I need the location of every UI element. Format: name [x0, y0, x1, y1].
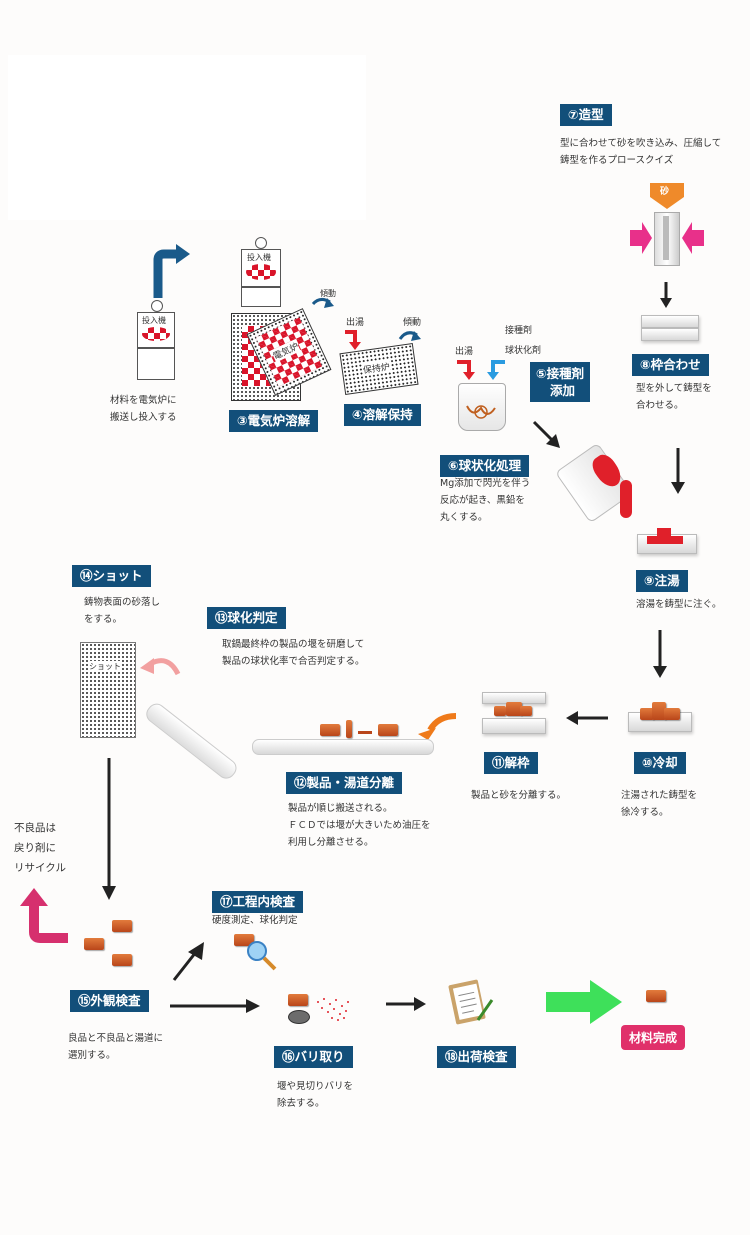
loader-machine-2: 投入機 — [241, 237, 281, 307]
runner-bar — [358, 731, 372, 734]
grinder-disc — [288, 1010, 310, 1024]
shakeout-mold — [482, 690, 546, 736]
molding-press — [630, 212, 704, 268]
step11-label: ⑪解枠 — [484, 752, 538, 774]
step18-label: ⑱出荷検査 — [437, 1046, 516, 1068]
step10-desc: 注湯された鋳型を 徐冷する。 — [621, 790, 698, 818]
step17-desc: 硬度測定、球化判定 — [212, 915, 298, 926]
deburr-casting — [288, 994, 308, 1006]
recycle-text: 不良品は 戻り剤に リサイクル — [14, 822, 66, 874]
final-badge: 材料完成 — [621, 1025, 686, 1050]
step10-label: ⑩冷却 — [634, 752, 686, 774]
treatment-ladle — [458, 383, 506, 431]
runner-piece — [346, 720, 352, 738]
up-right-arrow-icon — [153, 244, 190, 298]
step13-desc: 取鍋最終枠の製品の堰を研磨して 製品の球状化率で合否判定する。 — [222, 639, 365, 667]
step7-label: ⑦造型 — [560, 104, 612, 126]
agent-label-2: 球状化剤 — [505, 346, 542, 356]
mold-tray-2 — [641, 328, 699, 341]
loader-2-label: 投入機 — [247, 253, 271, 262]
product-casting-1 — [320, 724, 340, 736]
step14-label: ⑭ショット — [72, 565, 151, 587]
clipboard-icon — [448, 979, 494, 1025]
pour-label-2: 出湯 — [455, 347, 474, 357]
poured-mold — [637, 522, 697, 556]
mold-tray-1 — [641, 315, 699, 328]
step14-desc: 鋳物表面の砂落し をする。 — [84, 597, 161, 625]
step9-label: ⑨注湯 — [636, 570, 688, 592]
tilt-label-1: 傾動 — [320, 289, 336, 298]
step5-label: ⑤接種剤 添加 — [530, 362, 591, 402]
step9-desc: 溶湯を鋳型に注ぐ。 — [636, 599, 722, 610]
step15-desc: 良品と不良品と湯道に 選別する。 — [68, 1033, 164, 1061]
pouring-ladle — [554, 440, 648, 530]
step8-label: ⑧枠合わせ — [632, 354, 709, 376]
tilt-arrow-icon-2 — [398, 331, 421, 341]
horizontal-conveyor — [252, 739, 434, 755]
magnifier-icon — [247, 941, 277, 971]
cooling-mold — [628, 696, 692, 732]
holding-furnace: 保持炉 — [339, 343, 419, 395]
tilt-label-2: 傾動 — [403, 318, 422, 328]
step17-label: ⑰工程内検査 — [212, 891, 304, 913]
down-arrow-icon-4 — [102, 758, 116, 900]
sand-label: 砂 — [660, 187, 670, 197]
step16-label: ⑯バリ取り — [274, 1046, 353, 1068]
left-arrow-icon-1 — [566, 711, 608, 725]
agent-label-1: 接種剤 — [505, 326, 533, 336]
diag-arrow-icon-2 — [172, 942, 204, 981]
recycle-arrow-icon — [20, 888, 68, 943]
loader-machine: 投入機 — [137, 300, 175, 380]
step7-desc: 型に合わせて砂を吹き込み、圧縮して 鋳型を作るプロースクイズ — [560, 138, 722, 166]
press-arrows-icon — [630, 222, 704, 254]
down-arrow-icon-2 — [671, 448, 685, 494]
sand-arrow-icon: 砂 — [650, 183, 684, 209]
right-arrow-icon-2 — [386, 997, 426, 1011]
step6-desc: Mg添加で閃光を伴う 反応が起き、黒鉛を 丸くする。 — [440, 478, 531, 523]
step1-desc: 材料を電気炉に 搬送し投入する — [110, 395, 177, 423]
step3-label: ③電気炉溶解 — [229, 410, 319, 432]
big-green-arrow-icon — [546, 980, 622, 1024]
step8-desc: 型を外して鋳型を 合わせる。 — [636, 383, 712, 411]
final-casting — [646, 990, 666, 1002]
step12-desc: 製品が順じ搬送される。 ＦＣＤでは堰が大きいため油圧を 利用し分離させる。 — [288, 803, 431, 848]
step15-label: ⑮外観検査 — [70, 990, 149, 1012]
step12-label: ⑫製品・湯道分離 — [286, 772, 403, 794]
tilt-arrow-icon-1 — [311, 297, 334, 308]
shot-blast-machine: ショット — [80, 642, 136, 738]
casting-b — [84, 938, 104, 950]
step5-label-line1: ⑤接種剤 — [536, 366, 585, 381]
holding-furnace-label: 保持炉 — [362, 359, 391, 377]
step11-desc: 製品と砂を分離する。 — [471, 790, 567, 801]
step16-desc: 堰や見切りバリを 除去する。 — [277, 1081, 354, 1109]
pour-arrow-icon-1 — [345, 330, 361, 350]
loader-label: 投入機 — [142, 316, 166, 325]
right-arrow-icon-1 — [170, 999, 260, 1013]
shot-machine-label: ショット — [89, 661, 121, 672]
inspect-casting — [234, 934, 254, 946]
spark-icon — [317, 998, 349, 1021]
pour-label-1: 出湯 — [346, 318, 365, 328]
casting-a — [112, 920, 132, 932]
step6-label: ⑥球状化処理 — [440, 455, 530, 477]
step5-label-line2: 添加 — [550, 383, 576, 398]
product-casting-2 — [378, 724, 398, 736]
agent-arrow-icon — [487, 360, 505, 380]
down-arrow-icon-1 — [660, 282, 672, 308]
step4-label: ④溶解保持 — [344, 404, 421, 426]
orange-arrow-icon — [418, 713, 457, 740]
return-arrow-icon — [140, 658, 181, 676]
blank-panel — [8, 55, 366, 220]
pour-arrow-icon-2 — [457, 360, 475, 380]
step13-label: ⑬球化判定 — [207, 607, 286, 629]
inclined-conveyor — [142, 700, 241, 783]
down-arrow-icon-3 — [653, 630, 667, 678]
casting-c — [112, 954, 132, 966]
diag-arrow-icon-1 — [532, 420, 560, 448]
